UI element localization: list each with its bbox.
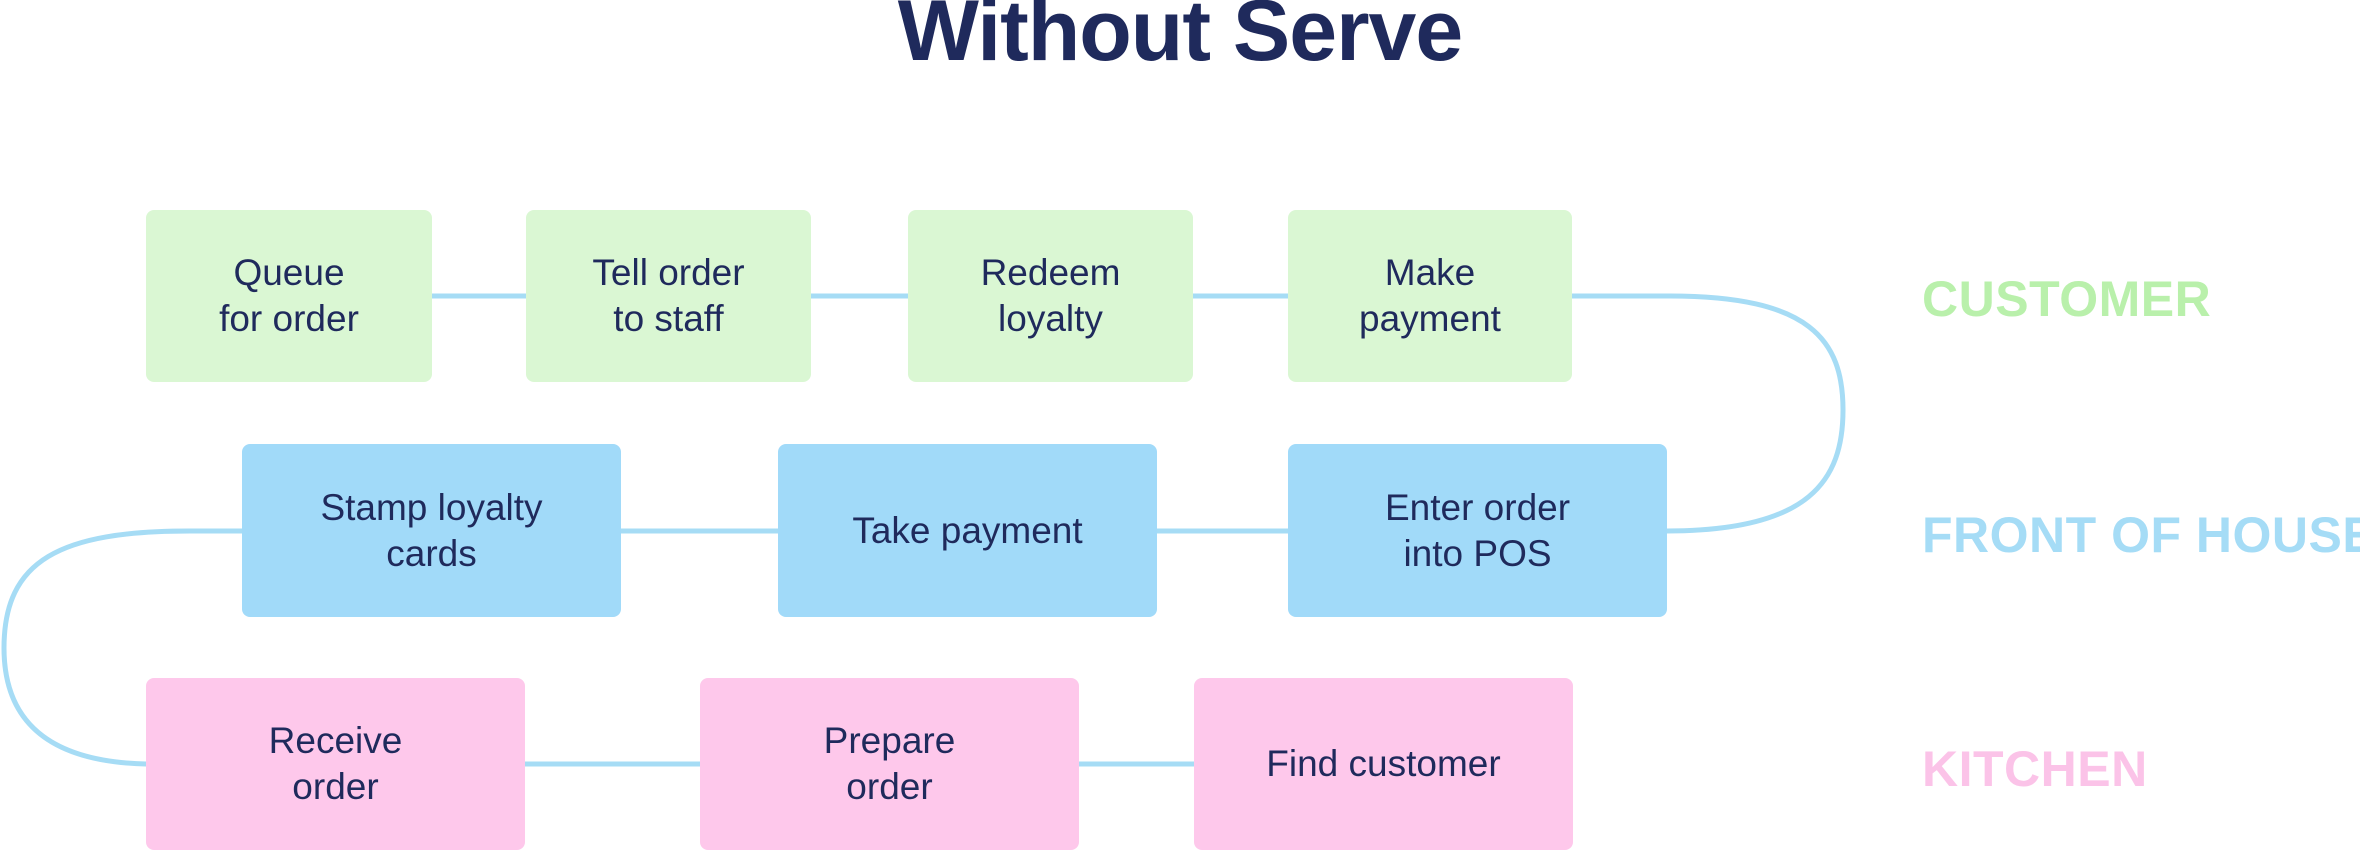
step-label: Find customer <box>1266 743 1501 784</box>
step-stamp-loyalty-cards: Stamp loyalty cards <box>242 444 621 617</box>
page-title: Without Serve <box>897 0 1463 79</box>
step-prepare-order: Prepare order <box>700 678 1079 850</box>
step-tell-order-to-staff: Tell order to staff <box>526 210 811 382</box>
step-label: Make payment <box>1359 252 1501 339</box>
step-label: Take payment <box>852 509 1083 551</box>
step-enter-order-into-pos: Enter order into POS <box>1288 444 1667 617</box>
step-queue-for-order: Queue for order <box>146 210 432 382</box>
step-receive-order: Receive order <box>146 678 525 850</box>
step-label: Prepare order <box>823 720 956 807</box>
step-label: Receive order <box>268 720 403 807</box>
step-find-customer: Find customer <box>1194 678 1573 850</box>
lane-label-customer: CUSTOMER <box>1922 271 2212 327</box>
step-label: Redeem loyalty <box>980 252 1121 339</box>
connector-stamp-receive <box>1 528 245 767</box>
connector-make-enter <box>1569 293 1846 534</box>
step-label: Enter order into POS <box>1384 486 1571 574</box>
lane-label-kitchen: KITCHEN <box>1922 741 2148 797</box>
step-label: Stamp loyalty cards <box>320 486 543 574</box>
step-make-payment: Make payment <box>1288 210 1572 382</box>
step-redeem-loyalty: Redeem loyalty <box>908 210 1193 382</box>
step-label: Tell order to staff <box>592 252 745 339</box>
step-label: Queue for order <box>219 252 359 339</box>
step-take-payment: Take payment <box>778 444 1157 617</box>
lane-label-front-of-house: FRONT OF HOUSE <box>1922 507 2360 563</box>
